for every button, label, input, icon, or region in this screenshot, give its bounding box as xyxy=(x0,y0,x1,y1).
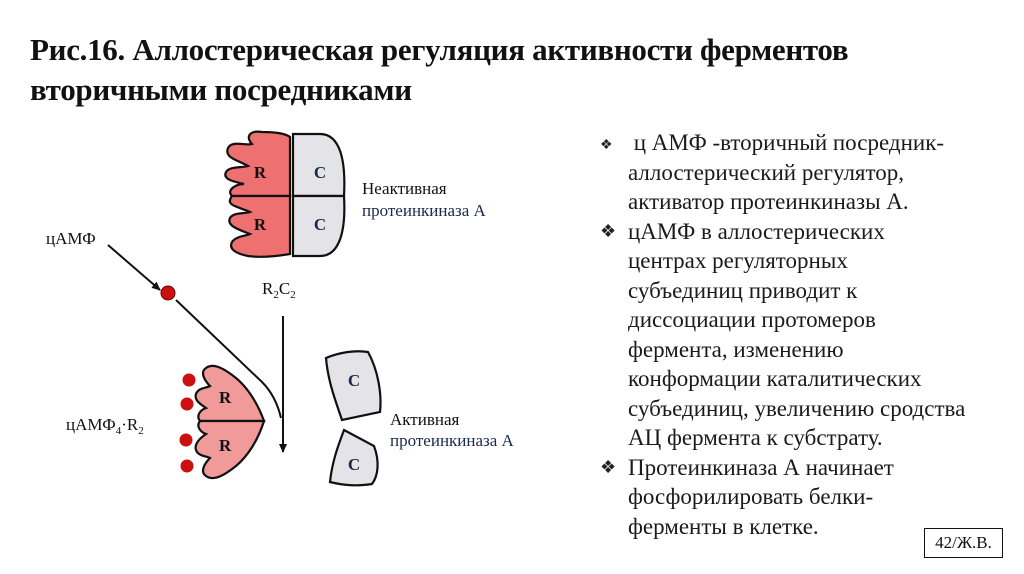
catalytic-subunit-free-bottom xyxy=(328,428,379,487)
bullet-2-line-5: фермента, изменению xyxy=(628,336,844,362)
regulatory-subunit-active-top xyxy=(194,364,266,423)
free-catalytic-subunits: C C xyxy=(324,350,382,487)
camp-binding-path xyxy=(175,299,282,419)
slide-title: Рис.16. Аллостерическая регуляция активн… xyxy=(30,30,1010,110)
camp-arrow xyxy=(107,244,161,291)
regulatory-label-active-top: R xyxy=(219,388,232,407)
page-reference-box: 42/Ж.В. xyxy=(924,528,1003,558)
camp-molecule-dot xyxy=(160,285,176,301)
camp4-r2-label: цАМФ4·R2 xyxy=(66,415,144,437)
regulatory-subunit-bottom xyxy=(228,194,292,258)
catalytic-label-top: C xyxy=(314,163,326,182)
bound-camp-dot-2 xyxy=(180,397,194,411)
bullet-1-line-3: активатор протеинкиназы А. xyxy=(628,189,909,214)
r2c2-label-c-sub: 2 xyxy=(290,289,296,301)
bullet-1-line-2: аллостерический регулятор, xyxy=(628,159,904,185)
bound-camp-dot-1 xyxy=(182,373,196,387)
catalytic-label-free-top: C xyxy=(348,371,360,390)
bullet-item-3: ❖ Протеинкиназа А начинает фосфорилирова… xyxy=(598,453,1018,542)
bullet-3-line-2: фосфорилировать белки- xyxy=(628,484,874,509)
catalytic-subunit-bottom xyxy=(291,194,346,258)
catalytic-subunit-free-top xyxy=(324,350,382,422)
regulatory-label-active-bottom: R xyxy=(219,436,232,455)
camp-regulatory-complex: R R xyxy=(179,364,266,480)
camp4-r2-label-camp-sub: 4 xyxy=(116,425,122,437)
slide-title-line-2: вторичными посредниками xyxy=(30,72,412,107)
active-pka-label-line-2: протеинкиназа А xyxy=(390,431,515,450)
catalytic-label-free-bottom: C xyxy=(348,455,360,474)
active-pka-label-line-1: Активная xyxy=(390,410,460,429)
inactive-pka-label-line-2: протеинкиназа А xyxy=(362,201,487,220)
bound-camp-dot-4 xyxy=(180,459,194,473)
diamond-bullet-icon: ❖ xyxy=(600,220,617,241)
camp4-r2-label-sep: · xyxy=(121,415,127,434)
inactive-pka-complex: R R C C xyxy=(224,130,346,258)
bullet-item-2: ❖ цАМФ в аллостерических центрах регулят… xyxy=(598,217,1018,453)
camp-label: цАМФ xyxy=(46,229,96,248)
r2c2-label-r-sub: 2 xyxy=(273,289,279,301)
bound-camp-dot-3 xyxy=(179,433,193,447)
bullet-3-line-1: Протеинкиназа А начинает xyxy=(628,454,894,480)
regulatory-label-top: R xyxy=(254,163,267,182)
inactive-pka-label-line-1: Неактивная xyxy=(362,179,447,198)
r2c2-label: R2C2 xyxy=(262,279,296,301)
bullet-2-line-3: субъединиц приводит к xyxy=(628,277,858,303)
bullet-item-1: ❖ ц АМФ -вторичный посредник- аллостерич… xyxy=(598,128,1018,217)
regulatory-subunit-active-bottom xyxy=(194,419,266,480)
bullet-2-line-4: диссоциации протомеров xyxy=(628,307,876,332)
catalytic-label-bottom: C xyxy=(314,215,326,234)
regulatory-label-bottom: R xyxy=(254,215,267,234)
bullet-2-line-7: субъединиц, увеличению сродства xyxy=(628,395,966,421)
camp4-r2-label-r: R xyxy=(127,415,139,434)
bullet-2-line-2: центрах регуляторных xyxy=(628,248,848,273)
regulatory-subunit-top xyxy=(224,130,292,198)
bullet-2-line-6: конформации каталитических xyxy=(628,366,922,391)
r2c2-label-c: C xyxy=(279,279,290,298)
r2c2-label-r: R xyxy=(262,279,274,298)
bullet-1-line-1: ц АМФ -вторичный посредник- xyxy=(628,130,945,155)
camp4-r2-label-r-sub: 2 xyxy=(138,425,144,437)
bullet-2-line-8: АЦ фермента к субстрату. xyxy=(628,425,883,450)
bullet-list: ❖ ц АМФ -вторичный посредник- аллостерич… xyxy=(598,128,1018,541)
camp4-r2-label-camp: цАМФ xyxy=(66,415,116,434)
bullet-2-line-1: цАМФ в аллостерических xyxy=(628,218,885,244)
bullet-3-line-3: ферменты в клетке. xyxy=(628,513,819,539)
pka-activation-diagram: R R C C Неактивная протеинкиназа А R2C2 … xyxy=(46,130,515,487)
diamond-bullet-icon: ❖ xyxy=(600,456,617,477)
diamond-bullet-icon: ❖ xyxy=(600,138,613,153)
slide-title-line-1: Рис.16. Аллостерическая регуляция активн… xyxy=(30,32,849,67)
